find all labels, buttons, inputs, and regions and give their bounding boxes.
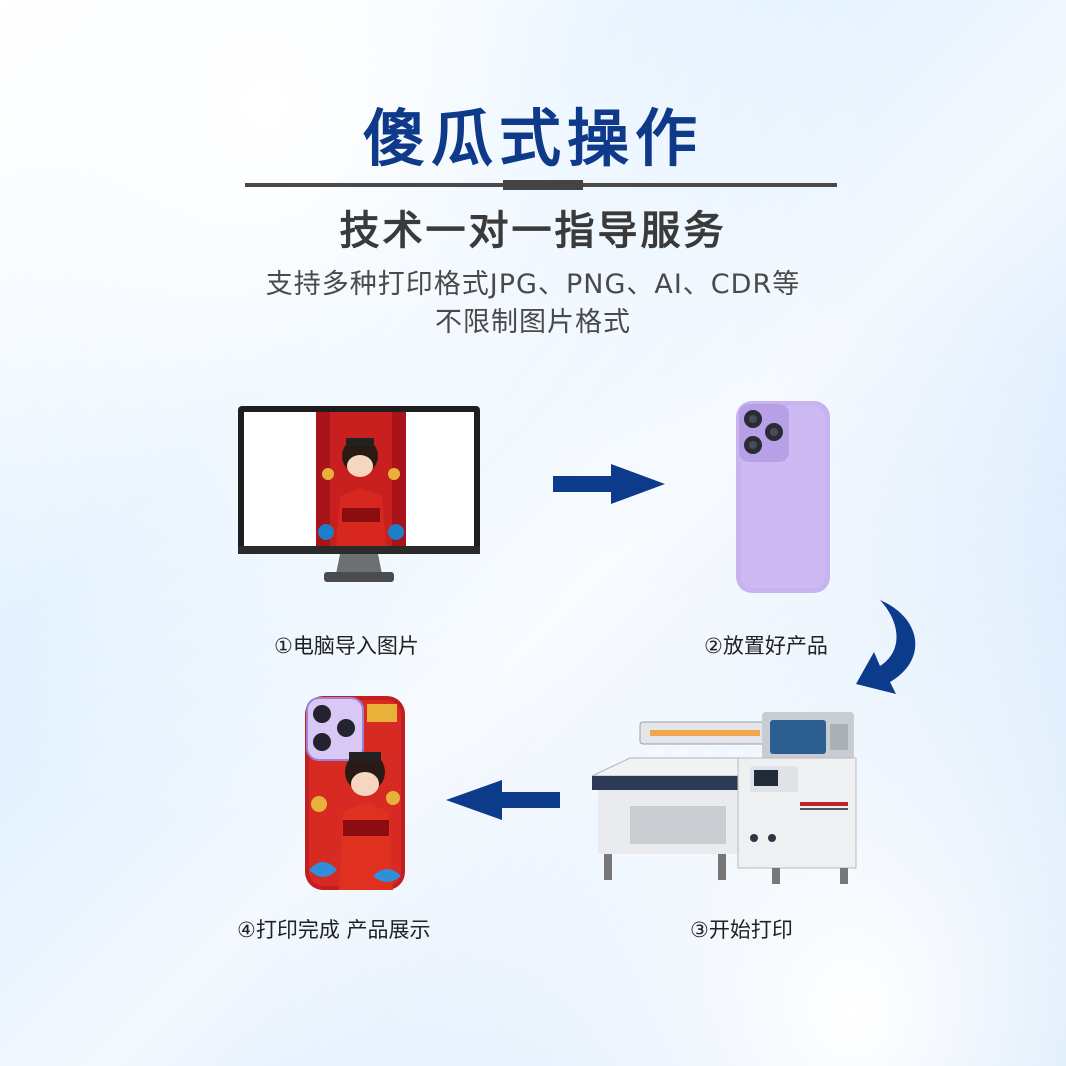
printed-phone-case-illustration (303, 694, 407, 892)
title-divider-accent (503, 180, 583, 190)
format-description: 支持多种打印格式JPG、PNG、AI、CDR等 (265, 269, 801, 300)
page-subtitle: 技术一对一指导服务 (339, 208, 727, 254)
format-note: 不限制图片格式 (435, 307, 631, 338)
monitor-illustration (236, 404, 482, 588)
arrow-right-icon (553, 462, 665, 506)
phone-case-illustration (735, 400, 831, 594)
step-3-label: ③开始打印 (690, 918, 793, 942)
arrow-left-icon (446, 778, 560, 822)
step-2-label: ②放置好产品 (704, 634, 828, 658)
curved-arrow-down-icon (854, 598, 926, 706)
step-4-label: ④打印完成 产品展示 (237, 918, 431, 942)
step-1-label: ①电脑导入图片 (274, 634, 419, 658)
page-title: 傻瓜式操作 (362, 102, 703, 175)
uv-printer-illustration (590, 710, 858, 890)
